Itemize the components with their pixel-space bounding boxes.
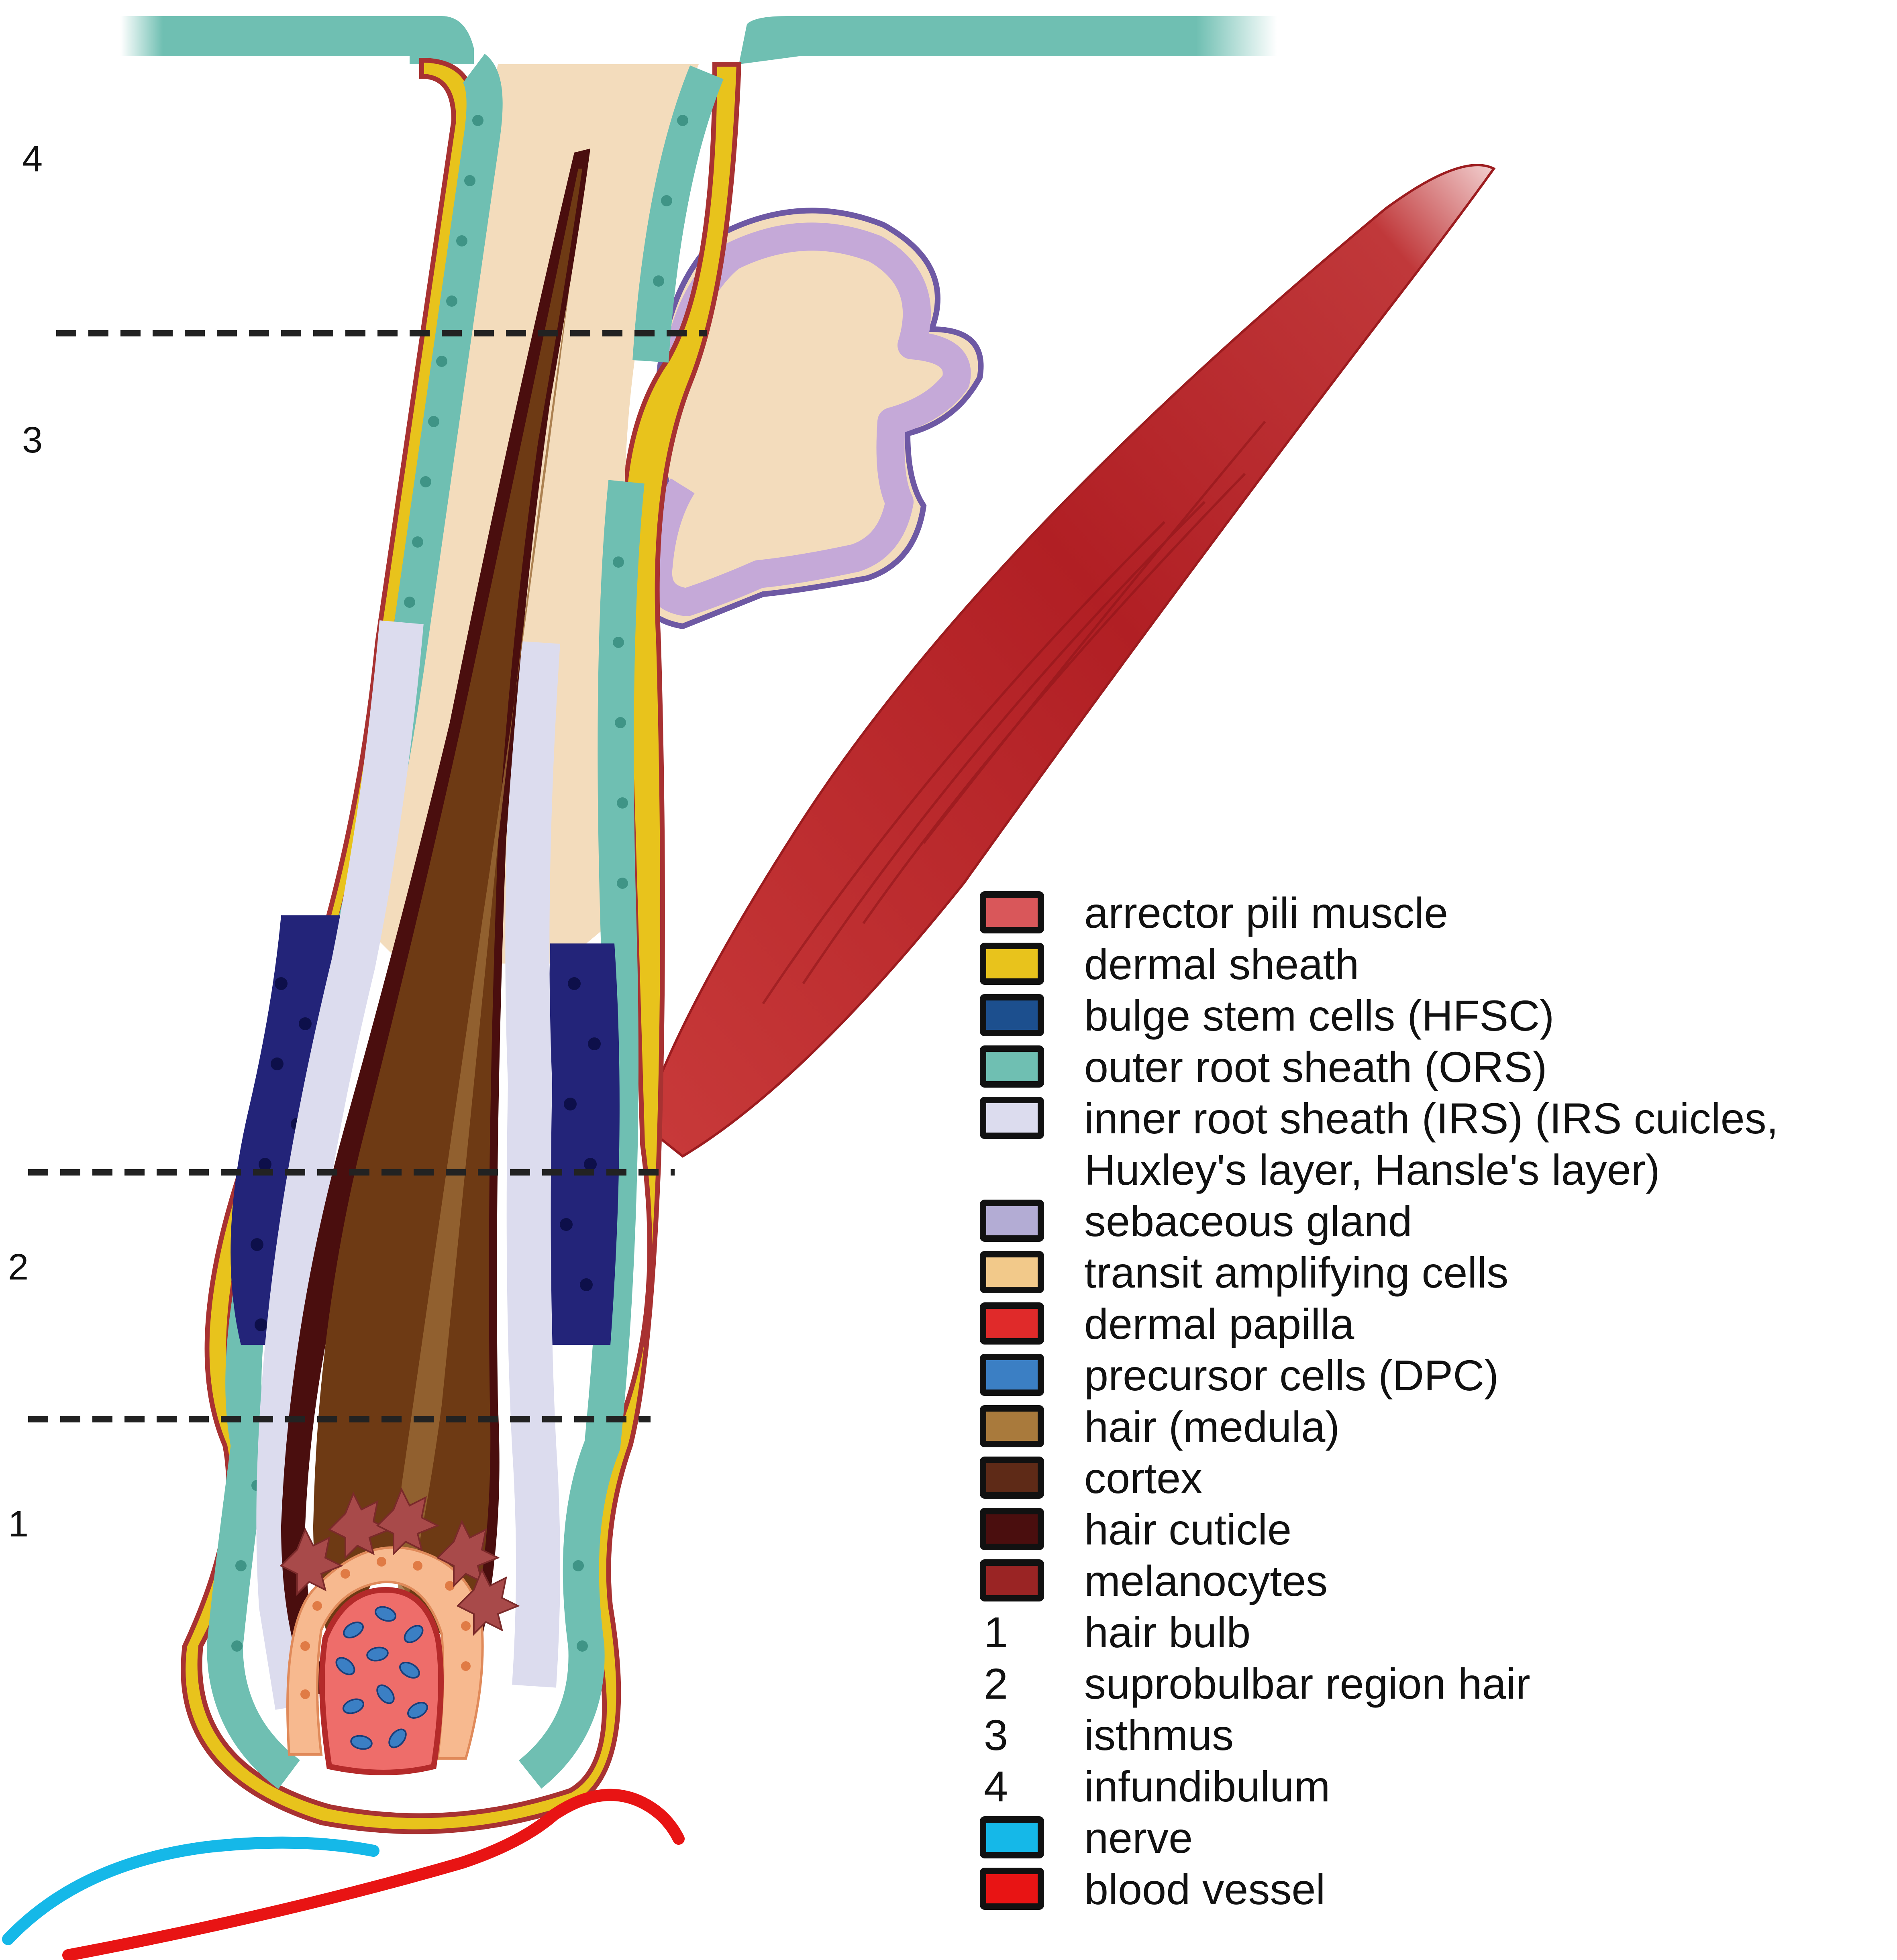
legend-swatch [980,1868,1044,1910]
blood-vessel [62,1789,685,1960]
legend-label: infundibulum [1084,1762,1330,1811]
legend-label: transit amplifying cells [1084,1248,1509,1297]
legend-swatch [980,1302,1044,1345]
legend-swatch [980,1508,1044,1550]
legend-label: bulge stem cells (HFSC) [1084,991,1554,1040]
legend-item: bulge stem cells (HFSC) [980,990,1891,1041]
legend-label: suprobulbar region hair [1084,1659,1530,1708]
legend-label: outer root sheath (ORS) [1084,1043,1547,1091]
epidermis [120,16,1277,64]
nerve [2,1836,379,1945]
muscle-striations [762,421,1266,1004]
legend-label: nerve [1084,1813,1193,1862]
region-label-3: 3 [22,420,43,460]
legend-swatch [980,1354,1044,1396]
region-boundaries [28,330,707,1422]
ta-cell-dots [300,1557,471,1699]
sebaceous-gland-cells [644,222,971,616]
legend-swatch [980,1405,1044,1447]
region-label-4: 4 [22,139,43,179]
legend-swatch [980,1457,1044,1499]
legend-swatch [980,943,1044,985]
legend-swatch [980,1251,1044,1293]
legend-item: 2 suprobulbar region hair [980,1658,1891,1709]
legend-label: dermal sheath [1084,940,1359,988]
legend-label: dermal papilla [1084,1300,1354,1348]
legend-label: hair (medula) [1084,1402,1340,1451]
legend-item: outer root sheath (ORS) [980,1041,1891,1093]
legend-swatch [980,1559,1044,1601]
legend-item: 1 hair bulb [980,1607,1891,1658]
legend-swatch [980,1097,1044,1139]
legend-item: hair cuticle [980,1504,1891,1555]
inner-root-sheath [256,620,560,1710]
transit-amplifying-cells [286,1546,484,1760]
legend-number: 4 [984,1762,1008,1811]
legend-item: hair (medula) [980,1401,1891,1453]
legend-item: 4 infundibulum [980,1761,1891,1812]
legend-label: arrector pili muscle [1084,888,1448,937]
melanocytes [279,1487,520,1636]
legend-item: cortex [980,1453,1891,1504]
legend-swatch [980,994,1044,1036]
hair-medulla [398,281,570,1626]
legend-number: 3 [984,1711,1008,1759]
legend-item: 3 isthmus [980,1709,1891,1761]
legend-item: dermal sheath [980,939,1891,990]
legend-label: blood vessel [1084,1865,1326,1913]
legend-label: sebaceous gland [1084,1197,1412,1245]
region-label-2: 2 [8,1247,29,1288]
legend-label: inner root sheath (IRS) (IRS cuicles, Hu… [1084,1094,1779,1194]
legend-label: isthmus [1084,1711,1234,1759]
legend-label: precursor cells (DPC) [1084,1351,1499,1400]
precursor-cells [335,1606,428,1750]
legend-swatch [980,891,1044,933]
region-label-1: 1 [8,1504,29,1544]
legend-item: nerve [980,1812,1891,1864]
legend-label: hair cuticle [1084,1505,1292,1554]
legend-item: dermal papilla [980,1298,1891,1350]
legend-swatch [980,1200,1044,1242]
legend-item: sebaceous gland [980,1196,1891,1247]
legend-number: 1 [984,1608,1008,1656]
legend-item: arrector pili muscle [980,887,1891,939]
dermal-sheath [181,57,742,1834]
legend-number: 2 [984,1659,1008,1708]
legend-label: melanocytes [1084,1557,1328,1605]
legend-item: transit amplifying cells [980,1247,1891,1298]
legend-item: precursor cells (DPC) [980,1350,1891,1401]
legend-item: blood vessel [980,1864,1891,1915]
legend-label: hair bulb [1084,1608,1251,1656]
legend-label: cortex [1084,1454,1203,1502]
hair-cortex [313,169,582,1678]
legend-item: inner root sheath (IRS) (IRS cuicles, Hu… [980,1093,1891,1196]
legend-item: melanocytes [980,1555,1891,1607]
legend-swatch [980,1045,1044,1088]
legend-swatch [980,1816,1044,1858]
